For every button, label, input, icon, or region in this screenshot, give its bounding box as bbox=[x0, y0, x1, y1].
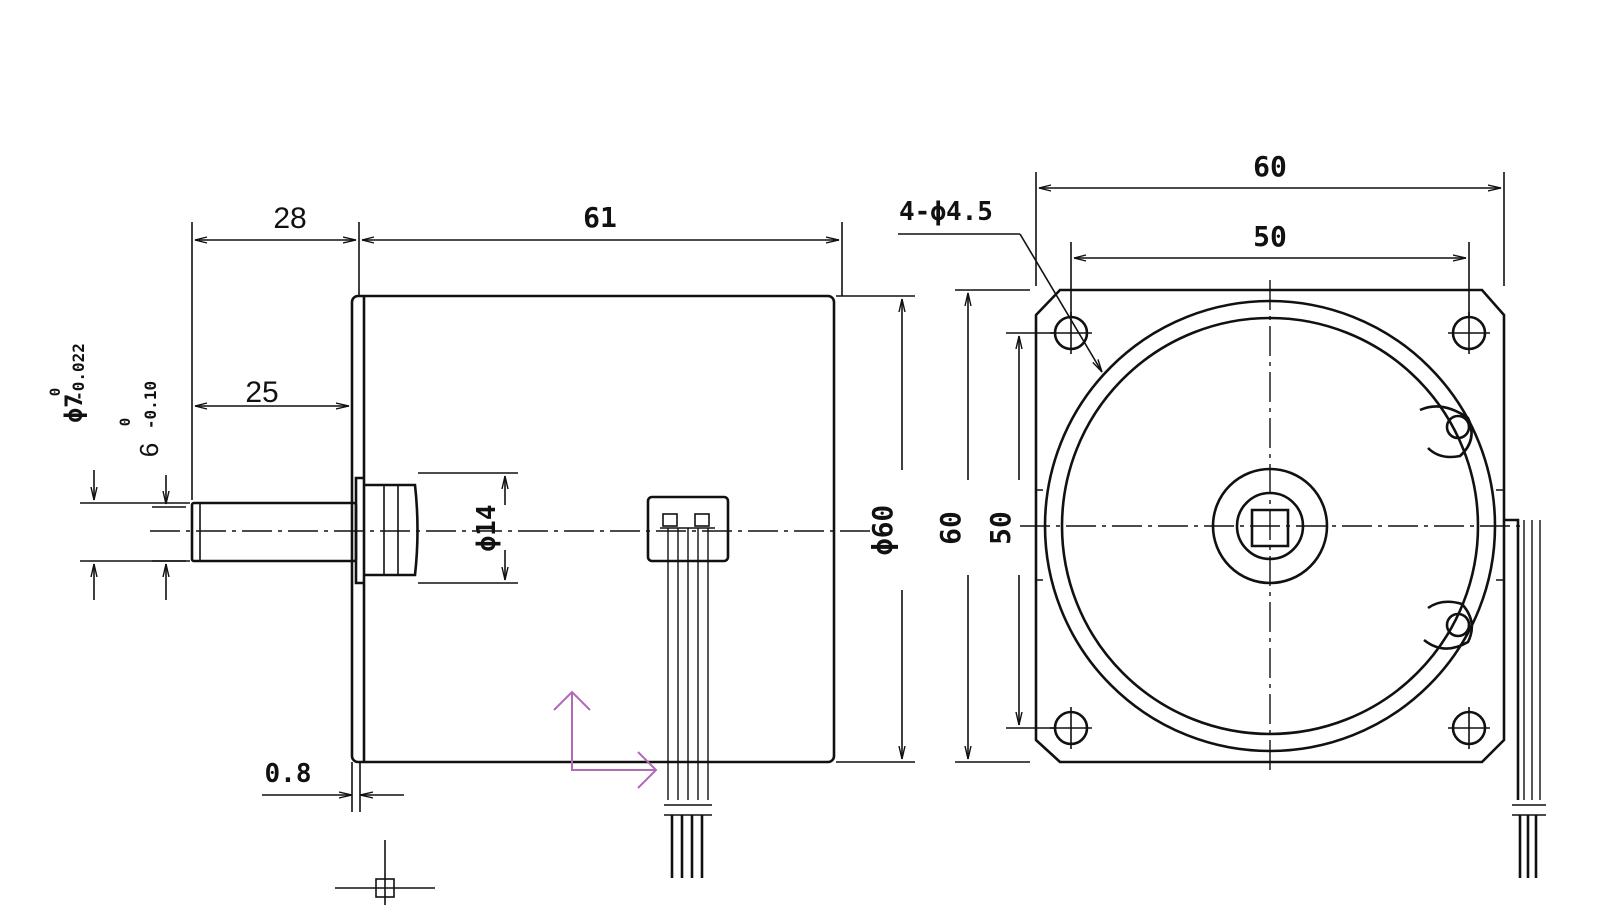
dim-body-length: 61 bbox=[362, 201, 843, 296]
dim-flange-thickness: 0.8 bbox=[262, 759, 404, 812]
dim-28-label: 28 bbox=[273, 202, 306, 235]
dim-6-tol-upper: 0 bbox=[118, 418, 134, 426]
dim-front-overall-width: 60 bbox=[1035, 150, 1505, 286]
dim-25-label: 25 bbox=[245, 376, 278, 409]
dim-phi7-tol-lower: -0.022 bbox=[69, 343, 88, 401]
shaft-outline bbox=[190, 501, 358, 563]
dim-mounting-holes-label: 4-ϕ4.5 bbox=[899, 197, 993, 227]
mounting-hole-top-right bbox=[1448, 312, 1490, 354]
dim-0-8-label: 0.8 bbox=[265, 759, 312, 789]
dim-mounting-holes-leader: 4-ϕ4.5 bbox=[898, 197, 1103, 372]
dim-phi7-tol-upper: 0 bbox=[48, 388, 64, 396]
dim-shaft-flat-length: 25 bbox=[195, 376, 353, 478]
side-view: 28 61 25 0.8 ϕ14 bbox=[48, 201, 915, 905]
motor-body-outline bbox=[350, 294, 836, 764]
dim-front-overall-height: 60 bbox=[934, 289, 1030, 763]
dim-shaft-total-length: 28 bbox=[191, 202, 360, 500]
mounting-hole-bottom-right bbox=[1448, 707, 1490, 749]
dim-phi7-label: ϕ7 bbox=[60, 394, 88, 423]
dim-front-hole-pitch-width: 50 bbox=[1070, 220, 1470, 316]
dim-phi60-label: ϕ60 bbox=[866, 505, 899, 556]
reference-cross-mark bbox=[335, 840, 435, 905]
lead-wires-side bbox=[664, 528, 712, 878]
dim-shaft-flat: 6 0 -0.10 bbox=[118, 381, 186, 600]
view-direction-arrow bbox=[553, 690, 658, 789]
front-flange-outline bbox=[1034, 288, 1506, 764]
housing-screw-tab-lower bbox=[1423, 600, 1474, 650]
dim-front-50-height-label: 50 bbox=[984, 511, 1017, 545]
dim-shaft-diameter: ϕ7 0 -0.022 bbox=[48, 343, 190, 600]
dim-body-diameter: ϕ60 bbox=[836, 295, 915, 763]
dim-front-50-width-label: 50 bbox=[1253, 220, 1287, 253]
dim-front-hole-pitch-height: 50 bbox=[984, 332, 1055, 729]
dim-6-label: 6 bbox=[134, 443, 164, 457]
dim-front-60-width-label: 60 bbox=[1253, 150, 1287, 183]
front-view: 60 50 60 50 4-ϕ4.5 bbox=[898, 150, 1546, 878]
boss-outline bbox=[354, 476, 419, 585]
dim-61-label: 61 bbox=[583, 201, 617, 234]
dim-boss-diameter: ϕ14 bbox=[418, 472, 518, 584]
housing-screw-tab-upper bbox=[1419, 405, 1473, 459]
mounting-hole-bottom-left bbox=[1050, 707, 1092, 749]
shaft-d-cut bbox=[1250, 508, 1290, 548]
lead-wires-front bbox=[1504, 518, 1546, 878]
dim-6-tol-lower: -0.10 bbox=[141, 381, 160, 429]
dim-phi14-label: ϕ14 bbox=[472, 505, 502, 552]
dim-front-60-height-label: 60 bbox=[934, 511, 967, 545]
